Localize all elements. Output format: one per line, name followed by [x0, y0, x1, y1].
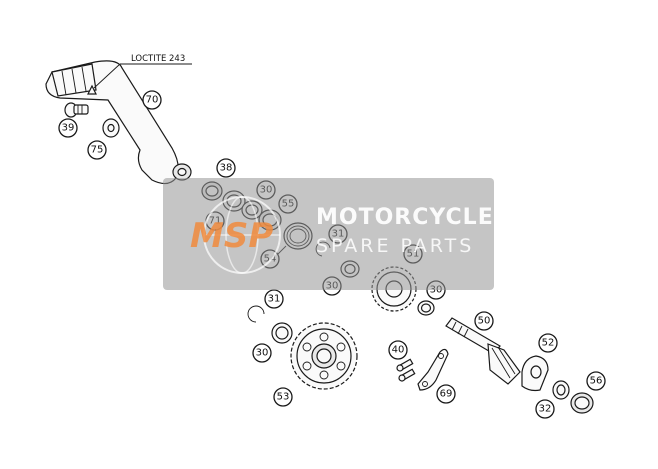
callout-53: 53 [273, 387, 293, 407]
msp-logo-icon: MSP [190, 196, 281, 274]
callout-30: 30 [252, 343, 272, 363]
callout-56: 56 [586, 371, 606, 391]
svg-text:30: 30 [256, 348, 269, 359]
svg-text:53: 53 [277, 392, 290, 403]
callout-69: 69 [436, 384, 456, 404]
watermark-subtitle: SPARE PARTS [316, 235, 475, 257]
loctite-note: LOCTITE 243 [93, 54, 192, 89]
screw-39 [64, 102, 89, 118]
guide-plate-69 [417, 348, 449, 391]
ratchet-52 [521, 355, 549, 392]
svg-text:50: 50 [478, 316, 491, 327]
callout-70: 70 [142, 90, 162, 110]
callout-75: 75 [87, 140, 107, 160]
circlip-31-lower [247, 305, 265, 323]
spring-56 [570, 392, 594, 414]
svg-text:31: 31 [268, 294, 281, 305]
screws-40 [396, 358, 416, 382]
ring-30-lower [271, 322, 293, 344]
svg-text:56: 56 [590, 376, 603, 387]
svg-text:52: 52 [542, 338, 555, 349]
watermark-title: MOTORCYCLE [316, 205, 494, 230]
svg-text:70: 70 [146, 95, 159, 106]
svg-text:38: 38 [220, 163, 233, 174]
watermark-box [163, 178, 494, 290]
callout-39: 39 [58, 118, 78, 138]
svg-text:30: 30 [430, 285, 443, 296]
kickstart-shaft-50 [445, 317, 521, 385]
kickstart-lever [45, 60, 192, 185]
callout-50: 50 [474, 311, 494, 331]
washer-32 [552, 380, 570, 400]
callout-31: 31 [264, 289, 284, 309]
callout-32: 32 [535, 399, 555, 419]
loctite-label: LOCTITE 243 [131, 54, 185, 64]
logo-text: MSP [190, 216, 273, 256]
callout-38: 38 [216, 158, 236, 178]
svg-text:75: 75 [91, 145, 104, 156]
svg-text:39: 39 [62, 123, 75, 134]
svg-text:32: 32 [539, 404, 552, 415]
callout-52: 52 [538, 333, 558, 353]
callout-40: 40 [388, 340, 408, 360]
washer-75 [102, 118, 120, 138]
gear-53 [290, 322, 358, 390]
svg-text:40: 40 [392, 345, 405, 356]
svg-text:69: 69 [440, 389, 453, 400]
ring-30-right [417, 300, 435, 316]
